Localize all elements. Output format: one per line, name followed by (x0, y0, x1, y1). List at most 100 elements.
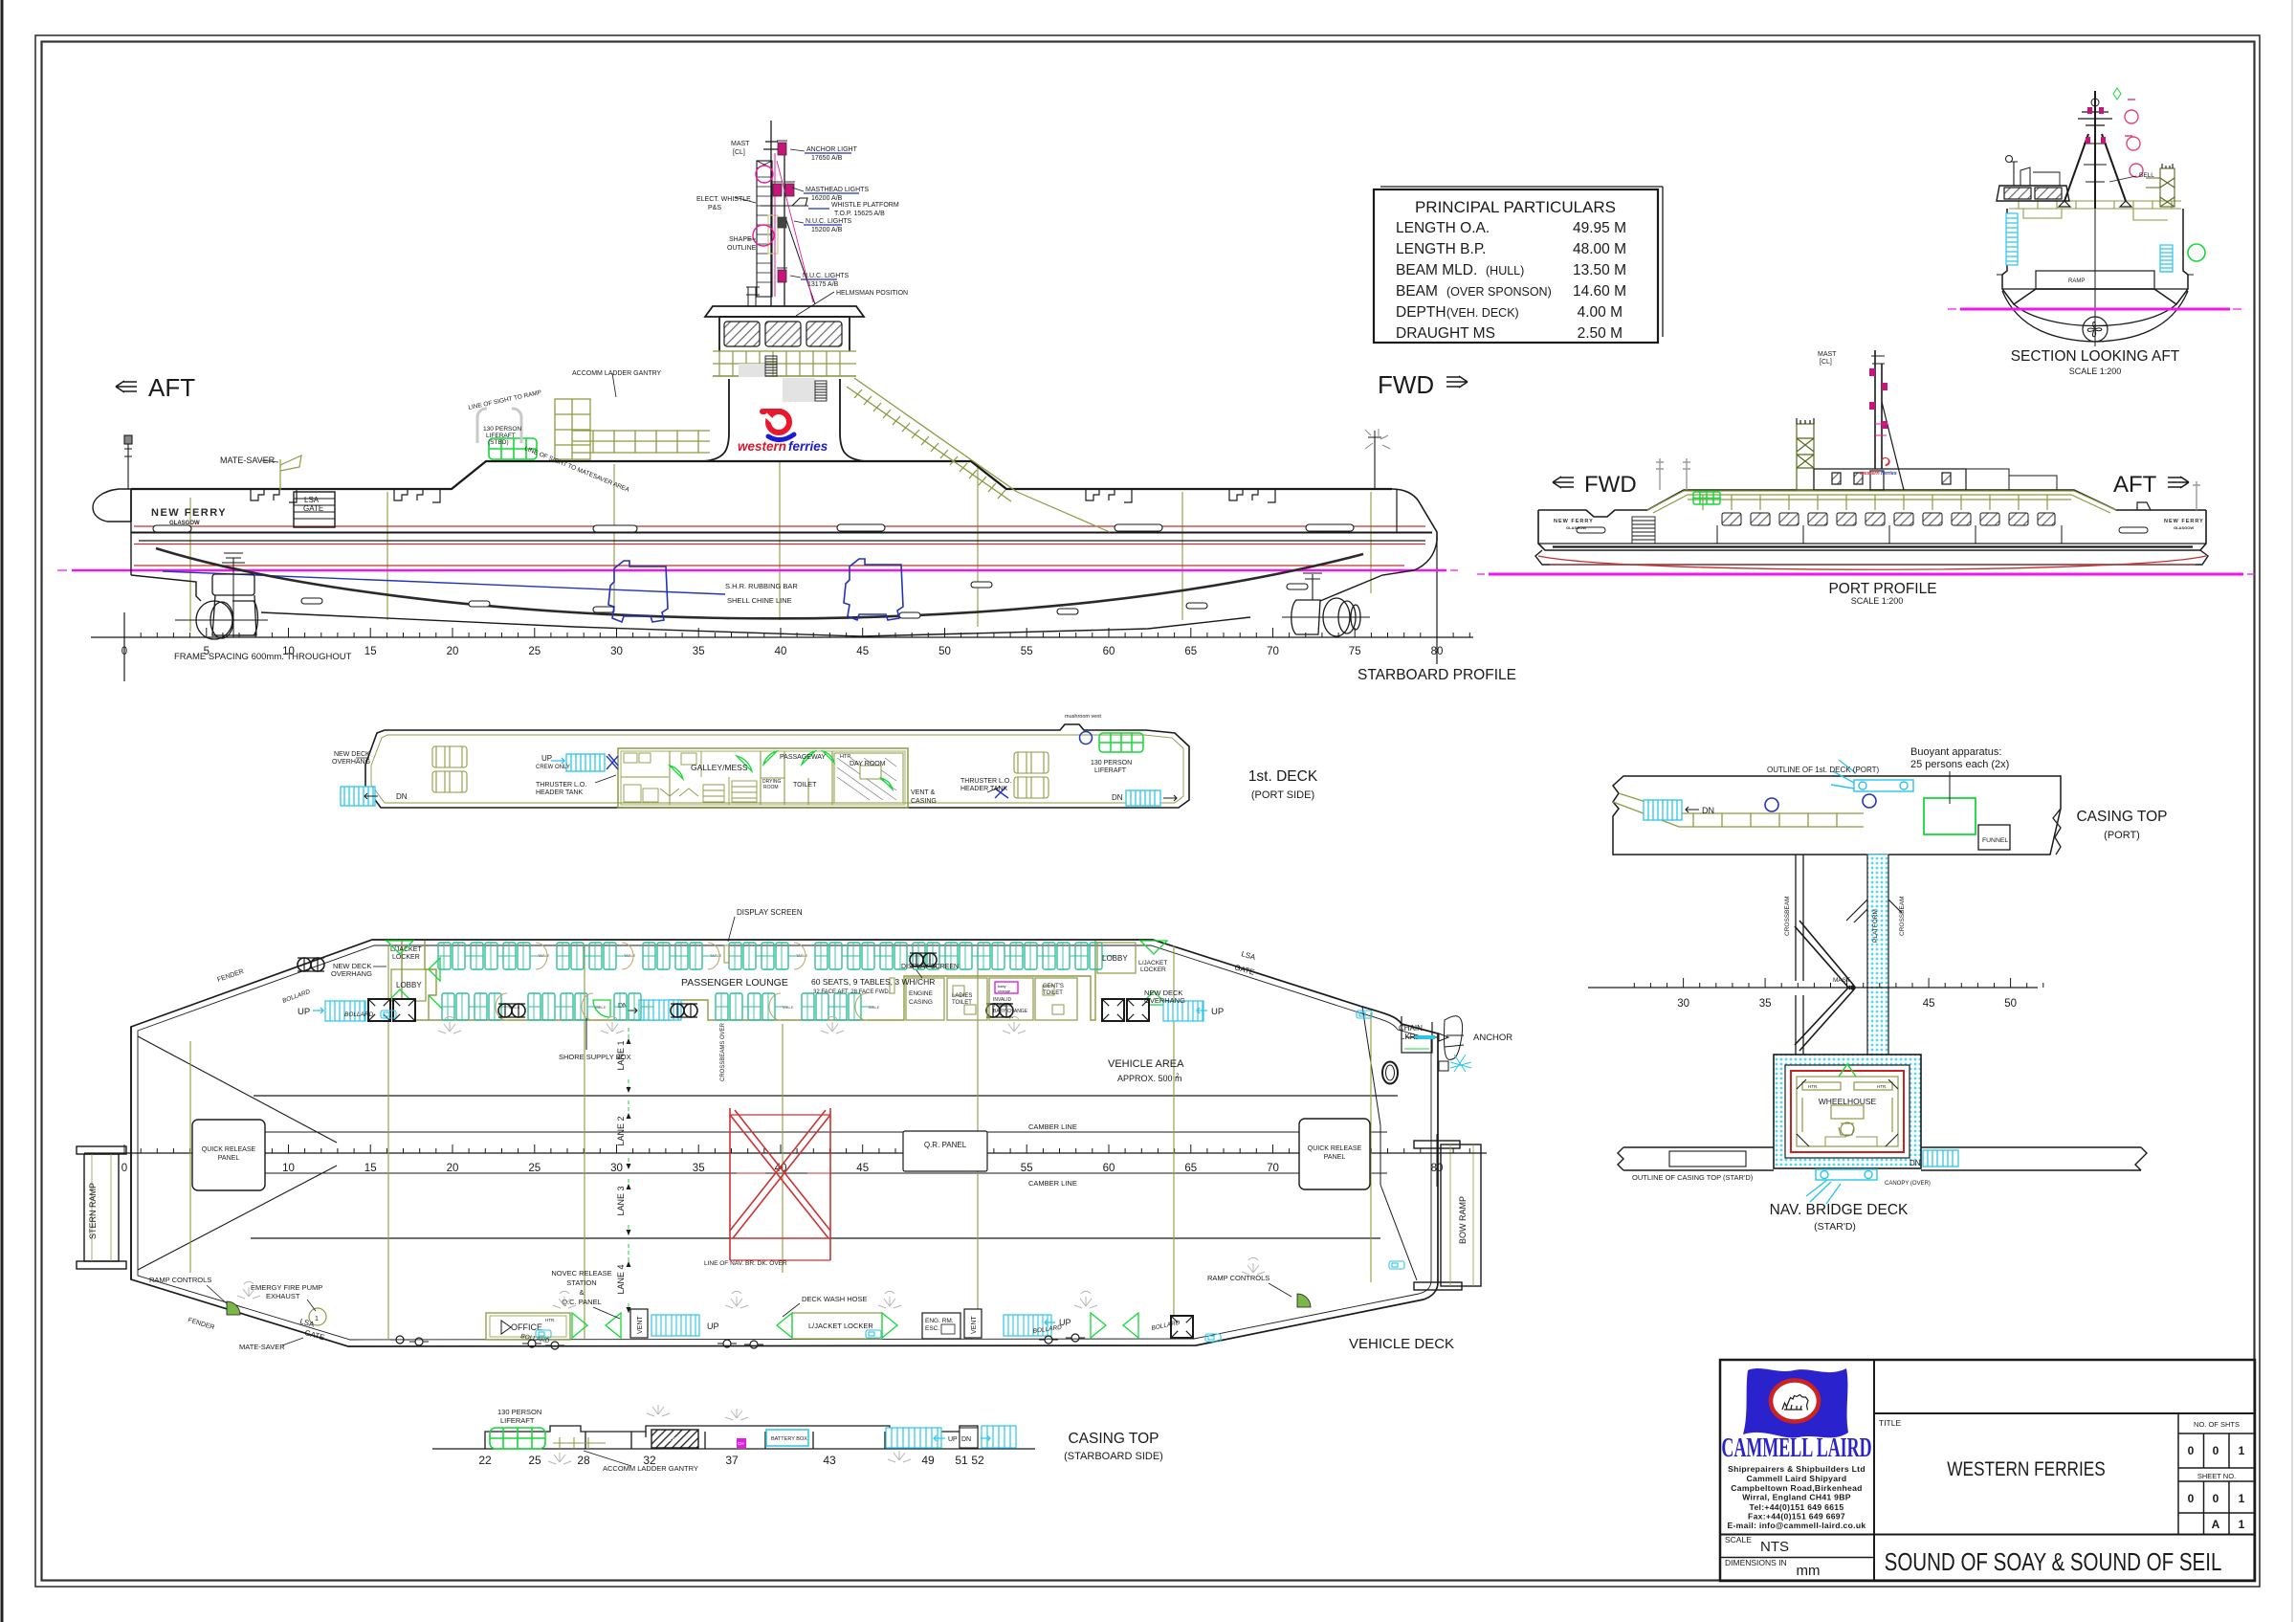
svg-text:(PORT): (PORT) (2104, 830, 2140, 841)
svg-text:OUTLINE: OUTLINE (727, 245, 757, 252)
svg-text:WHEELHOUSE: WHEELHOUSE (1819, 1097, 1877, 1106)
svg-text:16200 A/B: 16200 A/B (811, 195, 843, 202)
svg-text:60 SEATS, 9 TABLES, 3 WH/CHR: 60 SEATS, 9 TABLES, 3 WH/CHR (811, 977, 935, 987)
svg-text:LENGTH B.P.: LENGTH B.P. (1396, 241, 1486, 257)
svg-text:GATE: GATE (303, 504, 323, 513)
svg-text:5: 5 (204, 646, 210, 657)
svg-text:CASING: CASING (909, 999, 933, 1006)
svg-text:HTR.: HTR. (545, 1318, 556, 1322)
svg-text:LANE 3: LANE 3 (616, 1186, 626, 1215)
svg-text:DRAUGHT MS: DRAUGHT MS (1396, 325, 1495, 342)
svg-text:MAST: MAST (1818, 351, 1837, 358)
svg-text:[CL]: [CL] (733, 149, 745, 156)
svg-text:ELECT. WHISTLE: ELECT. WHISTLE (696, 196, 751, 203)
svg-text:65: 65 (1184, 646, 1197, 657)
svg-text:VEHICLE AREA: VEHICLE AREA (1108, 1058, 1184, 1070)
svg-text:1: 1 (2239, 1518, 2245, 1531)
svg-text:4.00 M: 4.00 M (1578, 304, 1623, 321)
svg-text:LINE OF NAV. BR. DK. OVER: LINE OF NAV. BR. DK. OVER (704, 1260, 787, 1267)
svg-text:2.50 M: 2.50 M (1578, 325, 1623, 342)
svg-text:LKR.: LKR. (1401, 1033, 1418, 1041)
svg-text:TABLE: TABLE (710, 953, 722, 958)
svg-text:43: 43 (823, 1454, 836, 1467)
svg-text:22: 22 (478, 1454, 492, 1467)
svg-text:13.50 M: 13.50 M (1573, 262, 1626, 278)
svg-text:ACCOMM LADDER GANTRY: ACCOMM LADDER GANTRY (603, 1464, 698, 1473)
svg-text:GALLEY/MESS: GALLEY/MESS (691, 763, 748, 772)
svg-text:GENT'S: GENT'S (1043, 984, 1064, 989)
svg-text:BELL: BELL (2139, 172, 2154, 179)
svg-text:MASTHEAD LIGHTS: MASTHEAD LIGHTS (806, 187, 869, 193)
svg-text:LR: LR (670, 1437, 676, 1443)
svg-text:130 PERSON: 130 PERSON (497, 1408, 541, 1416)
svg-text:TOILET: TOILET (793, 782, 817, 789)
svg-text:Tel:+44(0)151 649 6615: Tel:+44(0)151 649 6615 (1750, 1502, 1844, 1512)
svg-text:LSA: LSA (298, 1317, 316, 1329)
svg-text:VENT: VENT (971, 1316, 978, 1334)
svg-text:TABLE: TABLE (782, 1005, 794, 1010)
svg-text:INVALID: INVALID (993, 997, 1011, 1003)
svg-text:60: 60 (1103, 646, 1115, 657)
svg-text:BEAM MLD.: BEAM MLD. (1396, 262, 1477, 278)
svg-text:DN: DN (1910, 1159, 1921, 1167)
svg-text:western: western (1860, 471, 1880, 477)
svg-text:HEADER TANK: HEADER TANK (536, 789, 583, 796)
svg-text:UP: UP (541, 754, 552, 763)
svg-text:35: 35 (693, 1163, 705, 1174)
svg-text:RAMP: RAMP (2068, 278, 2085, 284)
svg-text:TITLE: TITLE (1879, 1418, 1901, 1428)
svg-text:10: 10 (282, 646, 295, 657)
svg-text:ANCHOR: ANCHOR (1473, 1033, 1512, 1043)
svg-text:Cammell Laird Shipyard: Cammell Laird Shipyard (1747, 1474, 1847, 1483)
svg-text:L/JACKET: L/JACKET (1138, 960, 1167, 967)
svg-text:change: change (998, 989, 1011, 993)
svg-text:45: 45 (1923, 998, 1935, 1010)
svg-text:(STBD): (STBD) (488, 439, 509, 446)
svg-text:OVERHANG: OVERHANG (332, 759, 370, 766)
svg-text:NEW DECK: NEW DECK (1144, 989, 1182, 997)
svg-text:ferries: ferries (1881, 471, 1897, 477)
svg-text:baby: baby (998, 984, 1006, 989)
svg-text:17650 A/B: 17650 A/B (811, 155, 843, 162)
svg-text:Campbeltown Road,Birkenhead: Campbeltown Road,Birkenhead (1731, 1483, 1863, 1493)
svg-text:35: 35 (693, 646, 705, 657)
svg-text:CASING TOP: CASING TOP (2076, 809, 2167, 825)
svg-text:LANE 4: LANE 4 (616, 1264, 626, 1294)
svg-text:HTR.: HTR. (1877, 1084, 1888, 1089)
svg-text:MAST: MAST (1833, 977, 1850, 984)
svg-text:28: 28 (577, 1454, 590, 1467)
svg-text:TABLE: TABLE (868, 1005, 880, 1010)
svg-text:OVERHANG: OVERHANG (1144, 996, 1185, 1005)
svg-text:50: 50 (938, 646, 951, 657)
svg-text:N.U.C. LIGHTS: N.U.C. LIGHTS (806, 218, 852, 225)
svg-text:25: 25 (528, 646, 541, 657)
svg-text:LANE 2: LANE 2 (616, 1116, 626, 1145)
svg-text:HTR.: HTR. (1808, 1084, 1819, 1089)
svg-text:CASING: CASING (911, 798, 937, 805)
svg-text:NAV. BRIDGE DECK: NAV. BRIDGE DECK (1770, 1202, 1909, 1218)
svg-text:45: 45 (856, 1163, 869, 1174)
svg-text:Buoyant apparatus:: Buoyant apparatus: (1910, 746, 2001, 758)
svg-text:40: 40 (775, 646, 787, 657)
svg-text:LOBBY: LOBBY (1102, 954, 1128, 963)
svg-text:CROSSBEAMS OVER: CROSSBEAMS OVER (720, 1022, 726, 1081)
svg-text:BOW RAMP: BOW RAMP (1458, 1196, 1468, 1244)
svg-text:48.00 M: 48.00 M (1573, 241, 1626, 257)
svg-text:DISPLAY SCREEN: DISPLAY SCREEN (737, 908, 803, 917)
svg-text:GLASGOW: GLASGOW (1566, 525, 1586, 530)
svg-text:1: 1 (315, 1316, 319, 1322)
svg-text:DN: DN (1702, 806, 1714, 815)
svg-text:PANEL: PANEL (1324, 1154, 1346, 1161)
svg-text:NTS: NTS (1760, 1539, 1789, 1555)
svg-text:130 PERSON: 130 PERSON (1091, 760, 1132, 767)
svg-text:CAMBER LINE: CAMBER LINE (1028, 1179, 1077, 1188)
svg-text:30: 30 (610, 1163, 623, 1174)
svg-text:UP: UP (298, 1007, 310, 1017)
svg-text:TABLE: TABLE (508, 1005, 520, 1010)
svg-text:1st. DECK: 1st. DECK (1248, 768, 1318, 785)
svg-text:LIFERAFT: LIFERAFT (1094, 767, 1127, 774)
svg-text:EMERGY FIRE PUMP: EMERGY FIRE PUMP (251, 1283, 322, 1292)
svg-text:MATE-SAVER: MATE-SAVER (239, 1343, 285, 1351)
svg-text:0: 0 (2188, 1444, 2195, 1457)
svg-text:25: 25 (528, 1454, 541, 1467)
